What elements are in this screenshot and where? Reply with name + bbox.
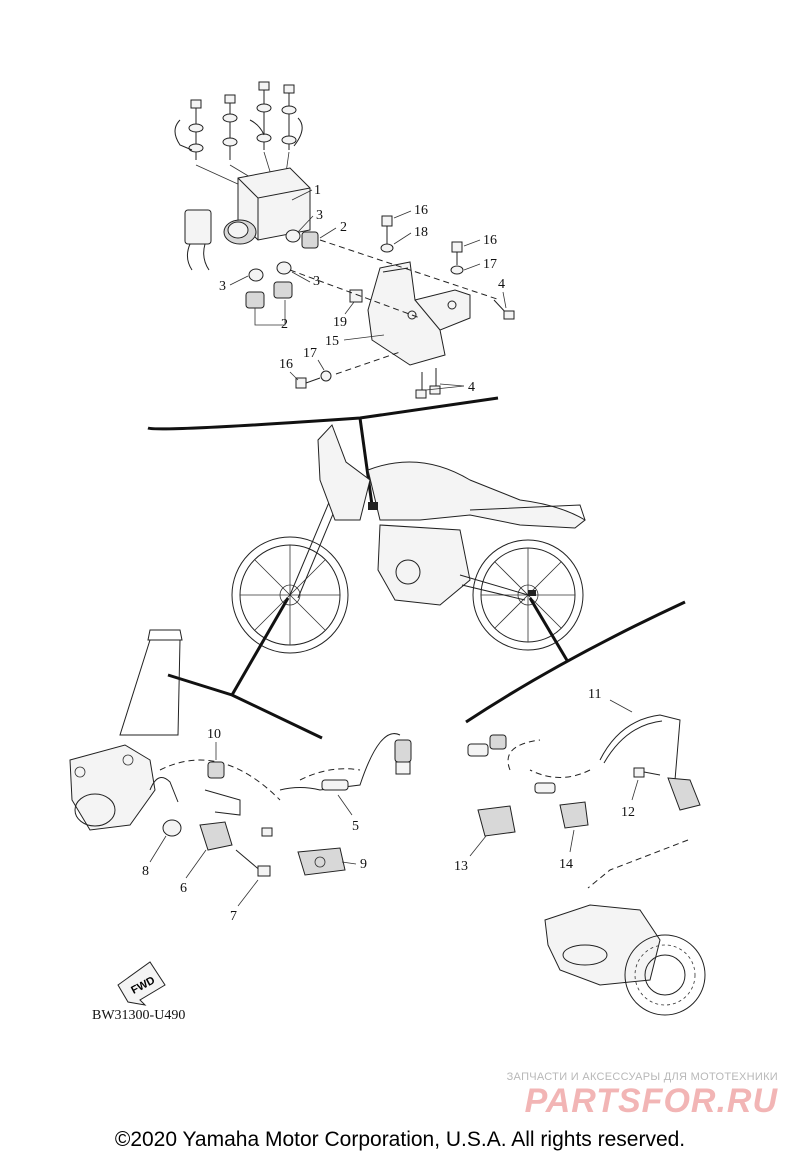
callout-18: 18	[414, 225, 428, 240]
callout-2b: 2	[281, 317, 288, 332]
brake-union-bolts	[174, 81, 303, 186]
motorcycle-illustration	[231, 424, 586, 654]
callout-13: 13	[454, 859, 468, 874]
callout-bar-top	[147, 396, 499, 431]
callout-4a: 4	[498, 277, 505, 292]
rear-wheel-sensor-assembly	[467, 714, 706, 1016]
dampers-and-collars	[245, 229, 319, 326]
callout-11: 11	[588, 687, 601, 702]
callout-4b: 4	[468, 380, 475, 395]
callout-bar-rear	[465, 600, 686, 724]
callout-7: 7	[230, 909, 237, 924]
callout-5: 5	[352, 819, 359, 834]
callout-1: 1	[314, 183, 321, 198]
callout-numbers: 1 2 2 3 3 3 4 4 5 6 7 8 9 10 11 12 13 14	[142, 183, 639, 924]
callout-3c: 3	[313, 274, 320, 289]
diagram-code: BW31300-U490	[92, 1008, 186, 1023]
front-wheel-sensor-assembly	[69, 629, 412, 877]
watermark-tagline: ЗАПЧАСТИ И АКСЕССУАРЫ ДЛЯ МОТОТЕХНИКИ	[506, 1071, 778, 1083]
callout-19: 19	[333, 315, 347, 330]
callout-16c: 16	[279, 357, 293, 372]
callout-2a: 2	[340, 220, 347, 235]
callout-8: 8	[142, 864, 149, 879]
abs-hydraulic-unit	[184, 167, 311, 271]
bracket-bolts	[295, 215, 515, 399]
callout-bar-front	[167, 673, 323, 740]
callout-16b: 16	[483, 233, 497, 248]
callout-3b: 3	[219, 279, 226, 294]
callout-17a: 17	[483, 257, 497, 272]
callout-17b: 17	[303, 346, 317, 361]
callout-14: 14	[559, 857, 573, 872]
callout-16a: 16	[414, 203, 428, 218]
callout-15: 15	[325, 334, 339, 349]
abs-bracket	[349, 261, 471, 366]
callout-12: 12	[621, 805, 635, 820]
callout-10: 10	[207, 727, 221, 742]
callout-9: 9	[360, 857, 367, 872]
callout-3a: 3	[316, 208, 323, 223]
copyright-notice: ©2020 Yamaha Motor Corporation, U.S.A. A…	[114, 1128, 686, 1151]
fwd-arrow: FWD	[117, 961, 166, 1006]
abs-unit-assembly	[174, 81, 515, 399]
callout-6: 6	[180, 881, 187, 896]
watermark-logo: PARTSFOR.RU	[524, 1082, 778, 1120]
